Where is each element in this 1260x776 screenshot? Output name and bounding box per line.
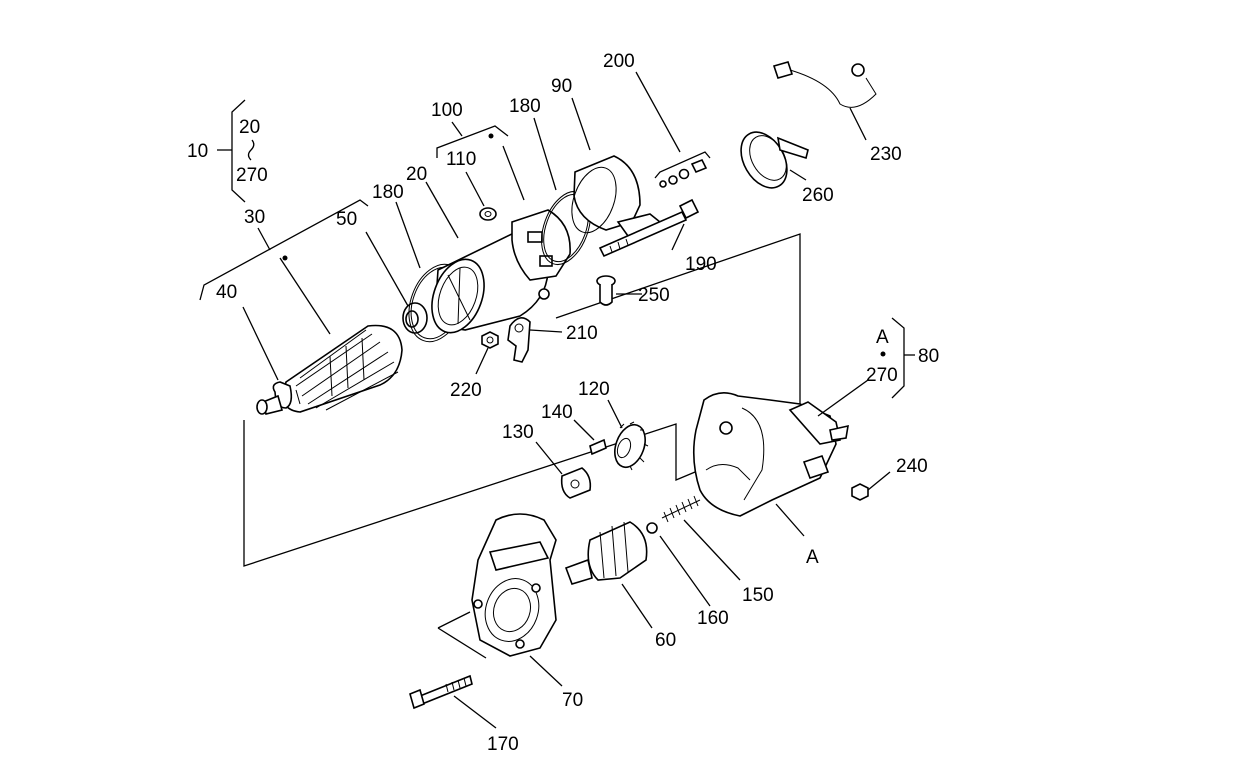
label-160: 160 <box>697 608 729 629</box>
label-200: 200 <box>603 51 635 72</box>
label-120: 120 <box>578 379 610 400</box>
bracket-80 <box>880 317 915 399</box>
leader-lines <box>242 71 891 729</box>
label-20: 20 <box>406 164 427 185</box>
label-140: 140 <box>541 402 573 423</box>
label-20-range-start: 20 <box>239 117 260 138</box>
label-90: 90 <box>551 76 572 97</box>
bolt-250-part <box>596 275 616 306</box>
label-110: 110 <box>446 149 476 170</box>
brush-holder-part <box>511 209 571 300</box>
bracket-100 <box>436 121 509 158</box>
drive-housing-70-part <box>471 513 557 657</box>
nut-240-part <box>851 483 869 501</box>
label-40: 40 <box>216 282 237 303</box>
label-10: 10 <box>187 141 208 162</box>
solenoid-housing-part <box>692 392 849 517</box>
label-180-right: 180 <box>509 96 541 117</box>
label-230: 230 <box>870 144 902 165</box>
pin-140-part <box>589 438 607 456</box>
label-80: 80 <box>918 346 939 367</box>
callout-labels: 10 20 270 30 40 50 180 20 100 110 180 90… <box>187 51 939 755</box>
label-220: 220 <box>450 380 482 401</box>
label-180-left: 180 <box>372 182 404 203</box>
spring-150-part <box>661 495 701 523</box>
label-30: 30 <box>244 207 265 228</box>
bracket-200 <box>654 151 711 179</box>
label-240: 240 <box>896 456 928 477</box>
through-bolt-190-part <box>598 198 700 258</box>
hardware-200-part <box>659 158 708 188</box>
label-260: 260 <box>802 185 834 206</box>
pinion-clutch-60-part <box>564 521 648 585</box>
long-bolt-170-part <box>409 611 487 710</box>
label-60: 60 <box>655 630 676 651</box>
nut-110-part <box>479 207 497 221</box>
bracket-10 <box>217 99 255 203</box>
strap-260-part <box>740 131 809 189</box>
assembly-connector-line <box>243 233 801 567</box>
bracket-30 <box>199 199 369 301</box>
label-250: 250 <box>638 285 670 306</box>
armature-part <box>256 324 403 415</box>
lever-210-part <box>507 317 531 363</box>
label-190: 190 <box>685 254 717 275</box>
label-A-group: A <box>876 327 889 348</box>
nut-220-part <box>481 331 499 349</box>
gear-120-part <box>614 421 649 471</box>
label-100: 100 <box>431 100 463 121</box>
label-A-solenoid: A <box>806 547 819 568</box>
label-50: 50 <box>336 209 357 230</box>
label-150: 150 <box>742 585 774 606</box>
cable-230-part <box>772 61 877 108</box>
label-270-group: 270 <box>866 365 898 386</box>
label-130: 130 <box>502 422 534 443</box>
end-cover-part <box>571 155 662 237</box>
bearing-part <box>402 302 428 334</box>
label-170: 170 <box>487 734 519 755</box>
label-70: 70 <box>562 690 583 711</box>
label-270-range-end: 270 <box>236 165 268 186</box>
label-210: 210 <box>566 323 598 344</box>
ball-160-part <box>646 522 658 534</box>
retainer-130-part <box>560 467 592 499</box>
